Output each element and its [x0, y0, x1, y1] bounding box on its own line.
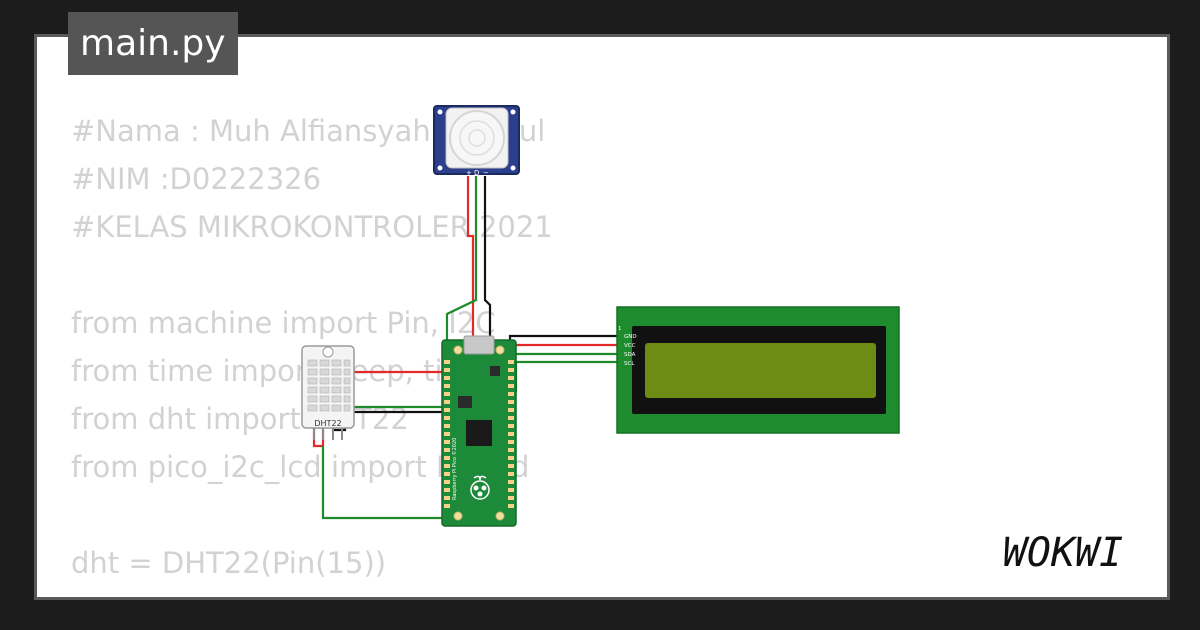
wokwi-logo-text: WOKWI	[1003, 530, 1123, 576]
lcd-pin-sda: SDA	[624, 352, 636, 358]
raspberry-pi-pico[interactable]: Raspberry Pi Pico ©2020	[441, 335, 517, 527]
code-line: dht = DHT22(Pin(15))	[71, 546, 387, 580]
pir-sensor[interactable]: + D −	[433, 105, 520, 177]
file-tab[interactable]: main.py	[68, 12, 238, 75]
pir-pin-gnd: −	[483, 169, 489, 177]
dht22-label: DHT22	[314, 419, 341, 428]
lcd1602-display[interactable]: 1 GND VCC SDA SCL	[616, 306, 900, 434]
raspberry-logo-icon	[470, 475, 490, 500]
lcd-pin-vcc: VCC	[624, 343, 636, 349]
wokwi-logo: WOKWI	[1003, 530, 1123, 576]
lcd-pin-scl: SCL	[624, 361, 635, 367]
code-line: pir_sensor = Pin(2, Pin.IN)	[71, 587, 553, 597]
lcd-pin-1: 1	[618, 326, 622, 332]
pico-silkscreen: Raspberry Pi Pico ©2020	[451, 438, 458, 500]
code-line: from machine import Pin, I2C	[71, 306, 496, 340]
pir-pin-data: D	[474, 169, 479, 177]
lcd-pin-gnd: GND	[624, 334, 637, 340]
pir-pin-vcc: +	[466, 169, 472, 177]
code-line: #NIM :D0222326	[71, 162, 322, 196]
code-line: #KELAS MIKROKONTROLER 2021	[71, 210, 553, 244]
canvas-frame: #Nama : Muh Alfiansyah Fakhrul#NIM :D022…	[34, 34, 1170, 600]
dht22-sensor[interactable]: DHT22	[301, 345, 355, 440]
lcd-pin-labels: 1 GND VCC SDA SCL	[618, 326, 637, 367]
